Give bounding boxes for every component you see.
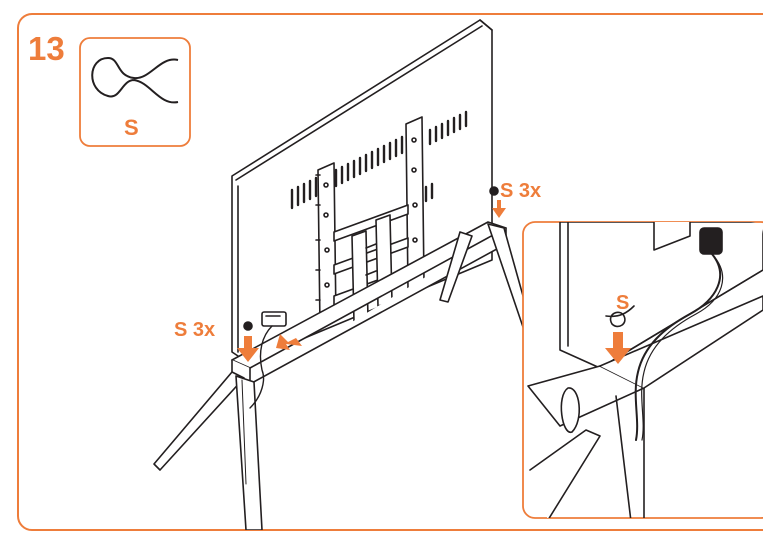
right-clip-position	[489, 186, 499, 196]
quantity-callout-left: S 3x	[174, 319, 216, 341]
part-letter: S	[124, 115, 139, 140]
inset-arrow	[605, 332, 631, 364]
inset-part-letter: S	[616, 292, 630, 314]
direction-arrows	[237, 200, 506, 362]
stand-legs	[153, 223, 533, 530]
cable-connector	[243, 311, 287, 409]
detail-inset-drawing	[527, 222, 763, 518]
step-number: 13	[28, 30, 65, 67]
cable-clip-icon	[91, 56, 179, 104]
quantity-callout-right: S 3x	[500, 180, 542, 202]
stand-crossbar	[231, 221, 507, 385]
mounting-rails	[315, 116, 425, 328]
part-legend-box	[79, 37, 191, 147]
